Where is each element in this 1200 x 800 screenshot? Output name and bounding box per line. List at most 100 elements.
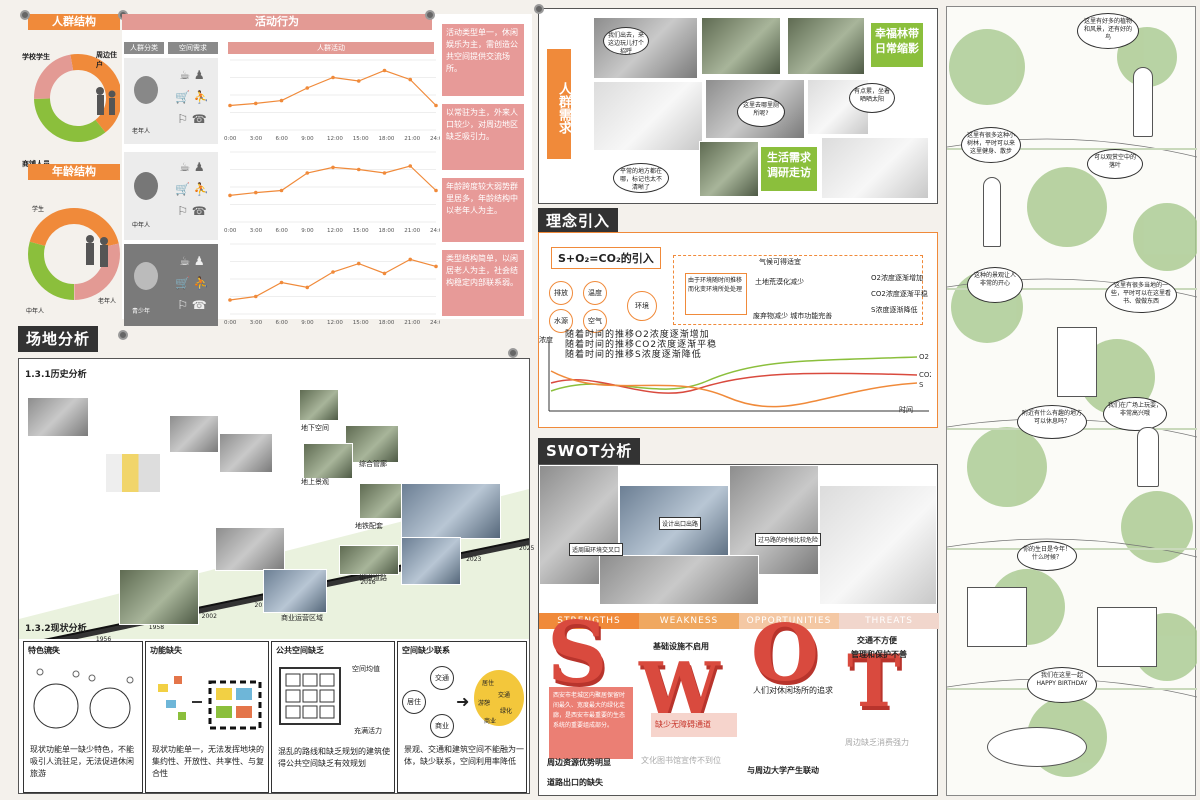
photo <box>821 137 929 199</box>
tick-label: 18:00 <box>379 228 395 234</box>
crowd-panel: 人群结构 学校学生 周边住户 商铺人员 年龄结构 学生 中年人 老年人 <box>20 14 120 315</box>
current-box-4: 空间缺少联系 居住 交通 商业 ➜ 居住 交通 游憩 绿化 商业 景观、交通和建… <box>397 641 527 793</box>
series-line <box>229 258 437 301</box>
data-point <box>279 280 284 285</box>
activity-line-charts: 0:00 3:00 6:00 9:00 12:00 15:00 18:00 21:00 24:0… <box>224 59 440 326</box>
activity-title: 活动行为 <box>122 14 432 30</box>
activity-panel: 活动行为 人群分类 空间需求 人群活动 老年人 中年人 青少年 ☕ ♟🛒 ⛹⚐ … <box>122 14 532 326</box>
history-photo <box>219 433 273 473</box>
box-text: 现状功能单一缺少特色，不能吸引人流驻足，无法促进休闲旅游 <box>30 745 134 778</box>
history-photo <box>303 443 353 479</box>
concept-line-text: 随着时间的推移O2浓度逐渐增加 <box>565 330 710 340</box>
history-title: 1.3.1历史分析 <box>25 370 87 380</box>
swot-letter-w: W <box>639 646 720 731</box>
person-figure <box>1137 427 1159 487</box>
s-bottom-1: 周边资源优势明显 <box>547 758 611 767</box>
photo <box>593 81 703 151</box>
concept-circle: 排放 <box>549 281 573 305</box>
label-age-old: 老年人 <box>98 298 117 305</box>
sketch-panel: 这里有好多的植物和风景，还有好的鸟 这里有很多这种小树林，平时可以来这里健身、散… <box>946 6 1197 796</box>
tick-label: 15:00 <box>353 228 369 234</box>
tick-label: 24:00 <box>430 136 440 142</box>
avatar <box>134 76 158 104</box>
person-figure <box>1097 607 1157 667</box>
node: 商业 <box>430 714 454 738</box>
history-photo <box>27 397 89 437</box>
data-point <box>228 193 232 198</box>
series-label-s: S <box>919 381 924 389</box>
timeline-year: 1956 <box>95 635 112 643</box>
concept-circle: 环境 <box>627 291 657 321</box>
data-point <box>408 77 413 82</box>
series-line <box>229 165 437 196</box>
data-point <box>279 98 284 103</box>
s-bottom-2: 道路出口的缺失 <box>547 778 603 787</box>
grid-blocks <box>279 667 341 725</box>
node: 交通 <box>498 692 511 699</box>
sketch-bubble: 我们在这里一起HAPPY BIRTHDAY <box>1027 667 1097 703</box>
swot-header-s: STRENGTHS <box>539 613 639 629</box>
tick-label: 9:00 <box>301 228 314 234</box>
data-point <box>253 101 258 106</box>
concept-circle: 空气 <box>583 309 607 333</box>
function-blocks <box>158 676 262 730</box>
effect: 气候可得适宜 <box>759 258 801 266</box>
tag-label: 商业运营区域 <box>281 614 323 622</box>
swot-letter-s: S <box>547 603 608 702</box>
row-group-label: 老年人 <box>132 128 151 135</box>
data-point <box>434 188 438 193</box>
swot-photo <box>819 485 937 605</box>
data-point <box>408 164 413 168</box>
sketch-bubble: 我们在广场上玩耍，非常高兴哦 <box>1103 397 1167 431</box>
speech-bubble: 我们出去，来这边玩儿打个招呼 <box>603 27 649 55</box>
box-text: 混乱的路线和缺乏规划的建筑使得公共空间缺乏有效规划 <box>278 747 390 768</box>
w-top: 基础设施不启用 <box>653 642 709 651</box>
node: 绿化 <box>500 708 513 715</box>
crowd-structure-title: 人群结构 <box>28 14 120 30</box>
history-photo <box>119 569 199 625</box>
need-icons: ☕ ♟🛒 ⛹⚐ ☎ <box>175 160 209 218</box>
swot-header-w: WEAKNESS <box>639 613 739 629</box>
tick-label: 9:00 <box>301 136 314 142</box>
tick-label: 6:00 <box>276 136 289 142</box>
t-bottom: 周边缺乏消费强力 <box>845 738 909 747</box>
concept-line-text: 随着时间的推移CO2浓度逐渐平稳 <box>565 340 718 350</box>
note-3: 年龄跨度较大弱势群里居多，年龄结构中以老年人为主。 <box>442 178 524 242</box>
timeline-year: 2016 <box>360 579 376 586</box>
person-figure <box>1057 327 1097 397</box>
swot-panel: 适周围环境交叉口 设计出口出路 过马路的时候比较危险 STRENGTHS WEA… <box>538 464 939 796</box>
tick-label: 21:00 <box>404 228 420 234</box>
node-cluster <box>474 670 524 726</box>
data-point <box>228 103 232 108</box>
person-figure <box>1133 67 1153 137</box>
rate: CO2浓度逐渐平稳 <box>871 290 928 298</box>
rate: O2浓度逐渐增加 <box>871 274 923 282</box>
pin <box>534 4 544 14</box>
note-1: 活动类型单一，休闲娱乐为主，需创造公共空间提供交流场所。 <box>442 24 524 96</box>
timeline-year: 2025 <box>519 545 535 552</box>
timeline-year: 1958 <box>148 624 165 632</box>
swot-header-o: OPPORTUNITIES <box>739 613 839 629</box>
tick-label: 15:00 <box>353 136 369 142</box>
swot-header-t: THREATS <box>839 613 939 629</box>
concept-circle: 水源 <box>549 309 573 333</box>
rate: S浓度逐渐降低 <box>871 306 918 314</box>
concept-formula: S+O₂=CO₂的引入 <box>551 247 661 269</box>
tag-label: 综合管廊 <box>359 460 387 468</box>
timeline-year: 2013 <box>255 602 270 609</box>
tick-label: 0:00 <box>224 320 237 326</box>
box-sub: 充满活力 <box>354 727 382 735</box>
tick-label: 3:00 <box>250 136 263 142</box>
pin <box>20 10 30 20</box>
need-icons: ☕ ♟🛒 ⛹⚐ ☎ <box>175 254 209 312</box>
box-title: 空间缺少联系 <box>402 646 450 655</box>
photo <box>699 141 759 197</box>
tick-label: 12:00 <box>327 228 343 234</box>
age-donut <box>28 208 120 300</box>
tick-label: 21:00 <box>404 320 420 326</box>
tick-label: 3:00 <box>250 320 263 326</box>
swot-title: SWOT分析 <box>538 438 641 464</box>
note-4: 类型结构简单，以闲居老人为主，社会结构稳定内部联系弱。 <box>442 250 524 316</box>
crowd-donut <box>34 53 120 142</box>
data-point <box>356 79 361 83</box>
